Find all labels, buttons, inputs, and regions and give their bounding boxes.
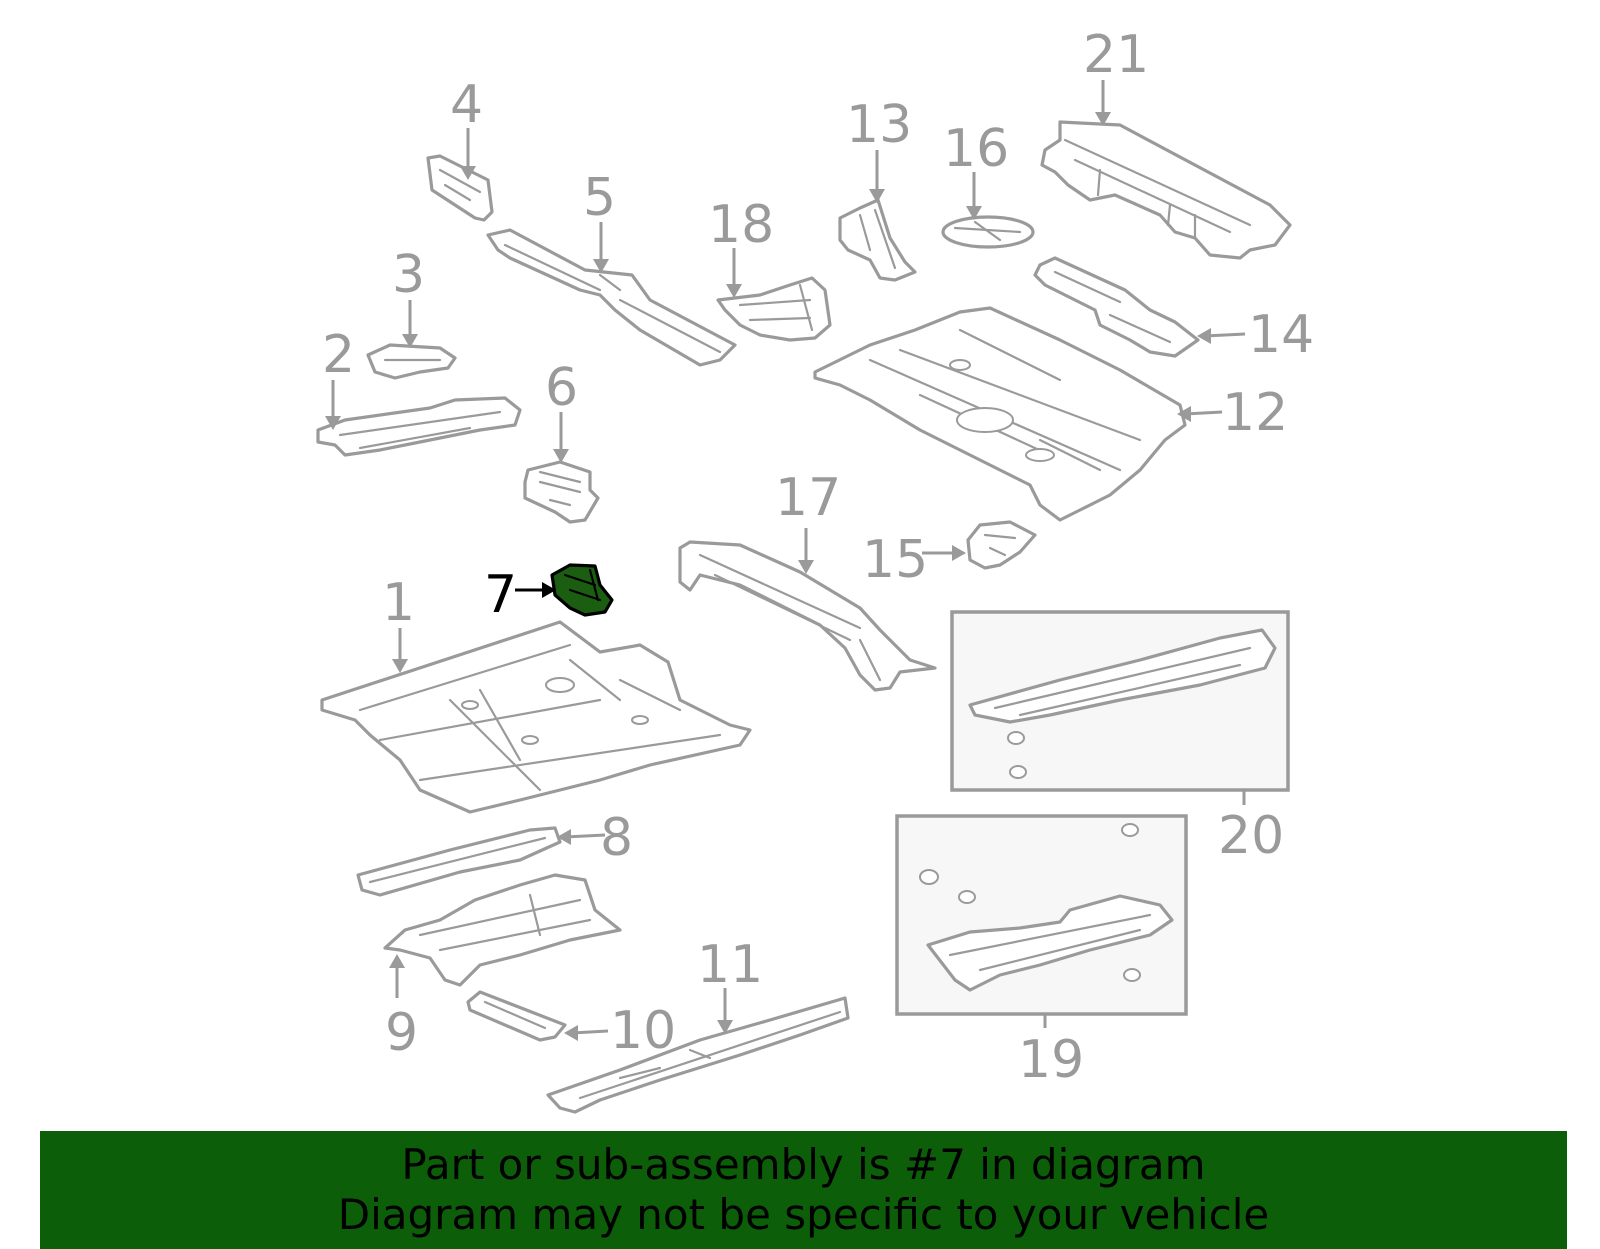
part-3[interactable]: [366, 343, 457, 380]
callout-8-leader: [557, 829, 606, 845]
part-15[interactable]: [966, 520, 1037, 570]
part-2[interactable]: [316, 396, 522, 457]
callout-17-leader: [798, 528, 814, 574]
part-4[interactable]: [426, 154, 494, 222]
part-10[interactable]: [466, 990, 567, 1042]
callout-9-label[interactable]: 9: [385, 1003, 418, 1063]
callout-20-label[interactable]: 20: [1218, 806, 1284, 866]
callout-14-label[interactable]: 14: [1248, 305, 1314, 365]
callout-2-label[interactable]: 2: [322, 325, 355, 385]
callout-21-leader: [1095, 80, 1111, 126]
part-21[interactable]: [1040, 120, 1292, 260]
callout-3-leader: [402, 300, 418, 348]
banner-line-disclaimer: Diagram may not be specific to your vehi…: [337, 1190, 1270, 1239]
callout-16-label[interactable]: 16: [943, 119, 1009, 179]
callout-14-leader: [1197, 328, 1246, 344]
callout-11-leader: [717, 988, 733, 1034]
callout-15-label[interactable]: 15: [862, 530, 928, 590]
callout-12-leader: [1177, 406, 1223, 422]
callout-8-label[interactable]: 8: [600, 808, 633, 868]
callout-13-label[interactable]: 13: [846, 95, 912, 155]
part-1[interactable]: [320, 620, 752, 814]
part-6[interactable]: [523, 460, 600, 524]
part-20-box[interactable]: [950, 610, 1290, 792]
part-7[interactable]: [550, 563, 614, 617]
part-18[interactable]: [716, 276, 832, 342]
part-16[interactable]: [941, 215, 1035, 249]
callout-21-label[interactable]: 21: [1083, 25, 1149, 85]
callout-9-leader: [389, 954, 405, 998]
callout-13-leader: [869, 150, 885, 203]
callout-1-label[interactable]: 1: [382, 573, 415, 633]
callout-18-leader: [726, 248, 742, 298]
part-5[interactable]: [486, 228, 737, 367]
callout-11-label[interactable]: 11: [697, 935, 763, 995]
callout-7-leader: [515, 582, 556, 598]
callout-16-leader: [966, 172, 982, 220]
part-13[interactable]: [838, 198, 917, 282]
callout-2-leader: [325, 380, 341, 430]
callout-6-leader: [553, 412, 569, 463]
callout-4-label[interactable]: 4: [450, 75, 483, 135]
callout-15-leader: [922, 545, 966, 561]
banner-line-part: Part or sub-assembly is #7 in diagram: [401, 1140, 1206, 1189]
part-12[interactable]: [813, 306, 1187, 522]
callout-18-label[interactable]: 18: [708, 195, 774, 255]
part-11[interactable]: [546, 996, 850, 1114]
callout-5-leader: [593, 222, 609, 273]
part-9[interactable]: [383, 873, 622, 987]
callout-3-label[interactable]: 3: [392, 245, 425, 305]
callout-7-label[interactable]: 7: [484, 565, 517, 625]
callout-4-leader: [460, 128, 476, 180]
part-19-box[interactable]: [895, 814, 1188, 1016]
callout-6-label[interactable]: 6: [545, 358, 578, 418]
callout-12-label[interactable]: 12: [1222, 383, 1288, 443]
callout-10-leader: [564, 1025, 609, 1041]
part-14[interactable]: [1033, 256, 1200, 358]
part-17[interactable]: [678, 540, 937, 692]
info-banner: Part or sub-assembly is #7 in diagram Di…: [40, 1131, 1567, 1249]
callout-10-label[interactable]: 10: [610, 1001, 676, 1061]
callout-17-label[interactable]: 17: [775, 468, 841, 528]
part-8[interactable]: [356, 826, 562, 897]
callout-19-label[interactable]: 19: [1018, 1030, 1084, 1090]
callout-1-leader: [392, 628, 408, 673]
callout-5-label[interactable]: 5: [583, 168, 616, 228]
